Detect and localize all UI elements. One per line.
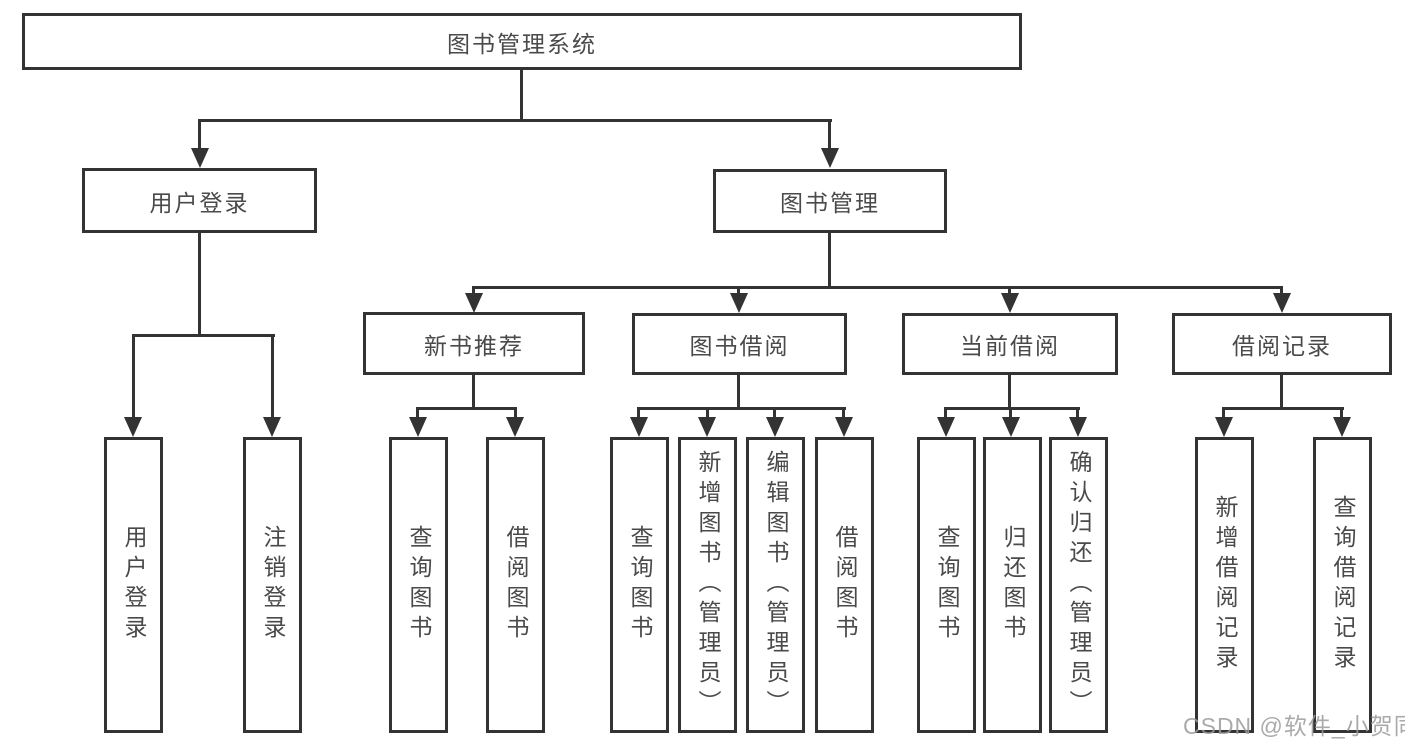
leaf-newbook-query-books: 查询图书: [389, 437, 448, 733]
leaf-label: 查询图书: [627, 525, 653, 645]
connector-borrow-drop-4: [842, 410, 845, 418]
connector-newbook-horizontal: [416, 407, 517, 410]
leaf-user-login: 用户登录: [104, 437, 163, 733]
arrowhead-icon: [506, 417, 524, 437]
arrowhead-icon: [937, 417, 955, 437]
node-book-borrow: 图书借阅: [632, 313, 847, 375]
arrowhead-icon: [191, 148, 209, 168]
connector-mgmt-drop-4: [1280, 289, 1283, 295]
connector-borrow-stem: [737, 375, 740, 408]
leaf-borrow-add-books-admin: 新增图书（管理员）: [678, 437, 737, 733]
arrowhead-icon: [1333, 417, 1351, 437]
watermark: CSDN @软件_小贺同学: [1183, 713, 1405, 739]
arrowhead-icon: [1069, 417, 1087, 437]
leaf-label: 新增借阅记录: [1212, 495, 1238, 675]
leaf-logout: 注销登录: [243, 437, 302, 733]
connector-records-drop-1: [1222, 410, 1225, 418]
leaf-label: 查询借阅记录: [1330, 495, 1356, 675]
leaf-borrow-edit-books-admin: 编辑图书（管理员）: [746, 437, 805, 733]
connector-login-horizontal: [132, 334, 275, 337]
connector-root-horizontal: [198, 119, 832, 122]
arrowhead-icon: [1215, 417, 1233, 437]
arrowhead-icon: [835, 417, 853, 437]
leaf-newbook-borrow-books: 借阅图书: [486, 437, 545, 733]
arrowhead-icon: [1002, 417, 1020, 437]
connector-records-stem: [1280, 375, 1283, 408]
arrowhead-icon: [730, 293, 748, 313]
leaf-borrow-borrow-books: 借阅图书: [815, 437, 874, 733]
arrowhead-icon: [1273, 293, 1291, 313]
arrowhead-icon: [766, 417, 784, 437]
connector-borrow-drop-1: [637, 410, 640, 418]
leaf-label: 确认归还（管理员）: [1066, 450, 1092, 720]
leaf-label: 新增图书（管理员）: [695, 450, 721, 720]
leaf-current-return-books: 归还图书: [983, 437, 1042, 733]
connector-mgmt-drop-2: [737, 289, 740, 295]
connector-newbook-drop-2: [514, 410, 517, 418]
connector-book-mgmt-drop: [828, 122, 831, 152]
connector-current-drop-3: [1076, 410, 1079, 418]
leaf-current-query-books: 查询图书: [917, 437, 976, 733]
connector-borrow-drop-3: [773, 410, 776, 418]
leaf-label: 归还图书: [1000, 525, 1026, 645]
connector-borrow-horizontal: [637, 407, 846, 410]
node-book-management: 图书管理: [713, 169, 947, 233]
connector-newbook-drop-1: [416, 410, 419, 418]
leaf-label: 编辑图书（管理员）: [763, 450, 789, 720]
connector-login-drop-2: [271, 337, 274, 417]
arrowhead-icon: [263, 417, 281, 437]
arrowhead-icon: [1001, 293, 1019, 313]
node-root: 图书管理系统: [22, 13, 1022, 70]
connector-login-stem: [198, 233, 201, 335]
leaf-label: 注销登录: [260, 525, 286, 645]
connector-mgmt-drop-1: [472, 289, 475, 295]
leaf-current-confirm-return-admin: 确认归还（管理员）: [1049, 437, 1108, 733]
arrowhead-icon: [124, 417, 142, 437]
connector-current-drop-1: [944, 410, 947, 418]
arrowhead-icon: [409, 417, 427, 437]
connector-records-drop-2: [1340, 410, 1343, 418]
connector-login-drop-1: [132, 337, 135, 417]
connector-current-horizontal: [944, 407, 1080, 410]
arrowhead-icon: [821, 148, 839, 168]
connector-current-drop-2: [1009, 410, 1012, 418]
connector-newbook-stem: [472, 375, 475, 408]
connector-borrow-drop-2: [706, 410, 709, 418]
leaf-label: 查询图书: [934, 525, 960, 645]
connector-root-stem: [520, 70, 523, 119]
connector-user-login-drop: [198, 122, 201, 152]
leaf-label: 借阅图书: [832, 525, 858, 645]
leaf-records-query-record: 查询借阅记录: [1313, 437, 1372, 733]
connector-mgmt-drop-3: [1008, 289, 1011, 295]
leaf-borrow-query-books: 查询图书: [610, 437, 669, 733]
connector-mgmt-stem: [828, 233, 831, 287]
leaf-label: 借阅图书: [503, 525, 529, 645]
arrowhead-icon: [630, 417, 648, 437]
connector-records-horizontal: [1222, 407, 1344, 410]
connector-current-stem: [1008, 375, 1011, 408]
arrowhead-icon: [698, 417, 716, 437]
node-user-login: 用户登录: [82, 168, 317, 233]
node-borrow-records: 借阅记录: [1172, 313, 1392, 375]
node-new-book-recommend: 新书推荐: [363, 312, 585, 375]
leaf-label: 查询图书: [406, 525, 432, 645]
leaf-records-add-record: 新增借阅记录: [1195, 437, 1254, 733]
arrowhead-icon: [465, 293, 483, 313]
leaf-label: 用户登录: [121, 525, 147, 645]
node-current-borrow: 当前借阅: [902, 313, 1118, 375]
connector-mgmt-horizontal: [472, 286, 1283, 289]
